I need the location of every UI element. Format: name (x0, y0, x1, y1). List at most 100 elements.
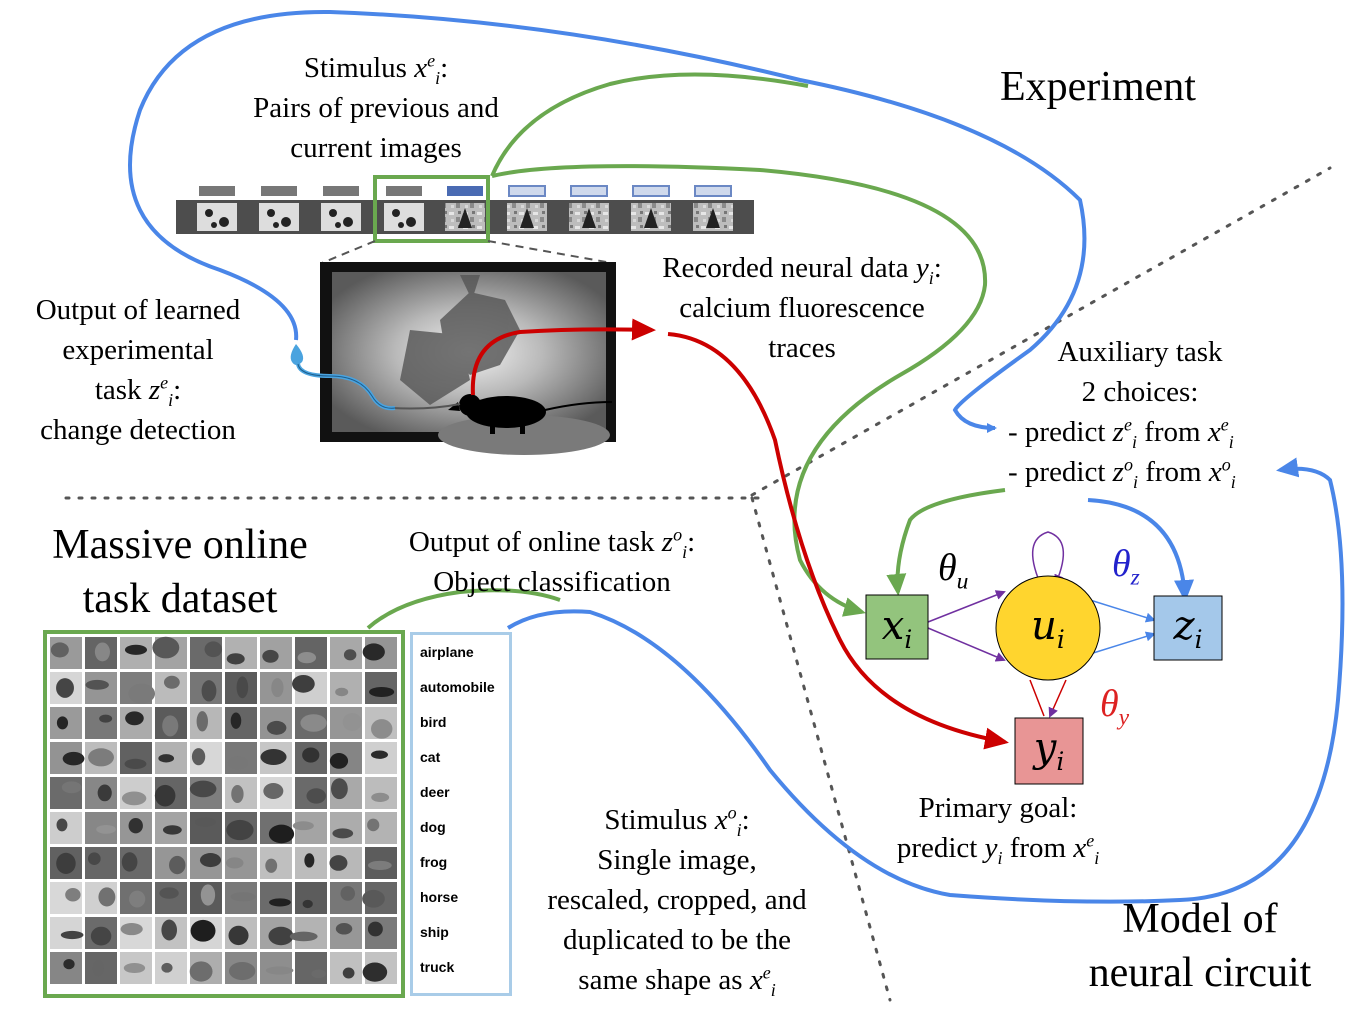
thumbnail-object (128, 818, 143, 834)
thumbnail-image (295, 882, 327, 914)
thumbnail-object (194, 817, 216, 827)
thumbnail-object (191, 748, 206, 766)
node-u-circle (995, 575, 1101, 681)
thumbnail-object (121, 852, 138, 872)
thumbnail-object (190, 919, 216, 942)
class-label: cat (420, 749, 441, 765)
thumbnail-object (196, 711, 208, 732)
thumbnail-object (200, 884, 216, 906)
thumbnail-object (371, 719, 393, 739)
output-online-label: Output of online task zoi: Object classi… (408, 524, 696, 598)
thumbnail-object (292, 674, 315, 693)
thumbnail-object (65, 888, 81, 902)
thumbnail-object (230, 712, 242, 729)
thumbnail-object (201, 680, 217, 702)
thumbnail-object (161, 962, 173, 973)
thumbnail-object (265, 858, 278, 873)
experiment-display (320, 262, 616, 455)
theta-y-label: θy (1100, 683, 1130, 731)
thumbnail-object (300, 714, 327, 732)
thumbnail-object (120, 923, 143, 936)
thumbnail-object (128, 683, 156, 704)
thumbnail-object (99, 714, 113, 723)
thumbnail-object (268, 824, 295, 844)
thumbnail-object (289, 931, 318, 942)
thumbnail-object (226, 819, 254, 841)
indicator-bars (199, 185, 732, 197)
thumbnail-object (335, 923, 353, 935)
divider-online-model (750, 496, 892, 1002)
thumbnail-object (50, 642, 69, 658)
thumbnail-object (227, 756, 249, 770)
thumbnail-object (121, 791, 147, 806)
thumbnail-object (163, 675, 180, 689)
divider-lines (64, 166, 1332, 1002)
section-experiment: Experiment (1000, 64, 1196, 110)
recorded-neural-label: Recorded neural data yi: calcium fluores… (662, 252, 942, 364)
section-online-dataset: Massive online task dataset (52, 522, 308, 622)
class-label: airplane (420, 644, 474, 660)
blue-aux-to-z (1087, 498, 1195, 602)
thumbnail-image (295, 952, 327, 984)
green-aux-to-x (886, 488, 1006, 596)
thumbnail-object (169, 855, 186, 875)
zoom-lines (321, 240, 613, 264)
thumbnail-object (311, 969, 327, 979)
online-image-grid-border (43, 630, 405, 998)
thumbnail-image (190, 812, 222, 844)
thumbnail-object (371, 792, 390, 802)
thumbnail-object (342, 967, 355, 979)
thumbnail-object (123, 962, 146, 974)
class-label: ship (420, 924, 449, 940)
thumbnail-object (302, 747, 320, 763)
thumbnail-object (330, 778, 348, 800)
thumbnail-image (50, 777, 82, 809)
thumbnail-object (56, 818, 68, 832)
stimulus-experiment-label: Stimulus xei: Pairs of previous and curr… (253, 50, 499, 164)
stimulus-film-strip (176, 175, 754, 243)
thumbnail-object (94, 642, 110, 662)
node-x-box (865, 594, 929, 660)
thumbnail-image (330, 952, 362, 984)
model-graph (865, 531, 1223, 785)
thumbnail-object (362, 643, 385, 661)
thumbnail-object (262, 649, 279, 663)
thumbnail-object (271, 678, 284, 698)
thumbnail-object (343, 649, 357, 661)
thumbnail-object (362, 889, 385, 908)
stimulus-online-label: Stimulus xoi: Single image, rescaled, cr… (547, 802, 807, 1000)
thumbnail-object (189, 961, 213, 982)
thumbnail-image (260, 882, 292, 914)
node-z-label: zi (1173, 603, 1203, 654)
thumbnail-object (329, 753, 349, 769)
thumbnail-object (56, 678, 74, 698)
node-z-box (1153, 595, 1223, 661)
node-x-label: xi (881, 603, 913, 654)
thumbnail-image (225, 637, 257, 669)
edge-x-u-top (927, 590, 1006, 623)
green-link-stimulus-to-x (490, 72, 809, 177)
thumbnail-object (265, 966, 294, 975)
thumbnail-image (85, 707, 117, 739)
water-drop-icon (290, 344, 396, 411)
edge-u-y-left (1029, 679, 1045, 717)
thumbnail-object (159, 887, 179, 899)
thumbnail-object (263, 783, 284, 799)
thumbnail-object (297, 651, 317, 664)
thumbnail-object (56, 716, 69, 730)
thumbnail-object (62, 751, 85, 766)
thumbnail-object (332, 828, 354, 839)
thumbnail-object (260, 749, 287, 765)
mouse-icon (448, 394, 613, 434)
section-model: Model of neural circuit (1088, 896, 1312, 996)
edge-u-z-bottom (1089, 631, 1156, 655)
thumbnail-object (329, 855, 348, 871)
auxiliary-task-label: Auxiliary task 2 choices: - predict zei … (1008, 336, 1236, 492)
thumbnail-object (342, 713, 362, 731)
thumbnail-object (362, 962, 388, 982)
class-label-list: airplane automobile bird cat deer dog fr… (410, 632, 512, 996)
thumbnail-object (306, 788, 326, 804)
class-label: dog (420, 819, 446, 835)
thumbnail-object (292, 821, 314, 831)
thumbnail-object (56, 852, 76, 874)
